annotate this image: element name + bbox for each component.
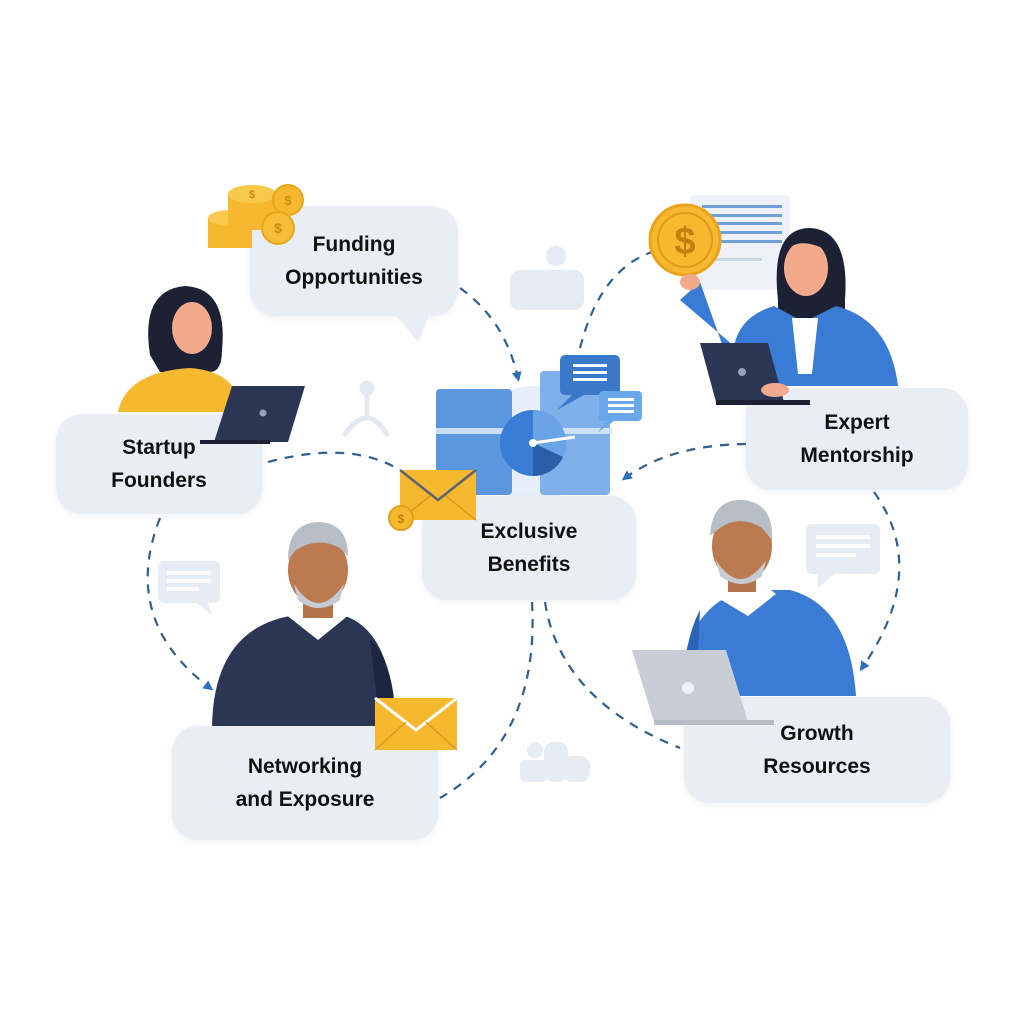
dollar-coin-icon: $: [648, 203, 722, 277]
svg-text:$: $: [274, 220, 282, 236]
envelope-icon: $: [388, 469, 477, 531]
laptop-icon: [632, 650, 774, 725]
node-label: Startup: [122, 436, 196, 459]
svg-text:$: $: [284, 193, 292, 208]
node-label: Funding: [312, 233, 396, 256]
node-label: Opportunities: [285, 266, 423, 289]
laptop-icon: [200, 386, 305, 444]
coin-stack-icon: $ $ $: [208, 184, 304, 248]
people-icon: [510, 246, 584, 310]
node-label: Exclusive: [480, 520, 578, 543]
chat-bubble-icon: [557, 355, 620, 410]
founder-person: [118, 286, 240, 412]
node-label: Growth: [780, 722, 854, 745]
envelope-icon: [374, 696, 458, 751]
node-label: Benefits: [487, 553, 571, 576]
people-icon: [520, 742, 590, 782]
svg-text:$: $: [398, 512, 405, 526]
node-label: Mentorship: [800, 444, 914, 467]
svg-text:$: $: [249, 189, 255, 201]
node-label: Expert: [824, 411, 890, 434]
node-label: and Exposure: [235, 788, 375, 811]
chat-bubble-icon: [158, 561, 220, 615]
laptop-icon: [700, 343, 810, 405]
chat-bubble-icon: [806, 524, 880, 588]
networking-person: [212, 522, 396, 726]
network-icon: [341, 380, 391, 438]
document-icon: [690, 195, 790, 290]
node-label: Founders: [111, 469, 207, 492]
chat-bubble-icon: [598, 391, 642, 432]
node-label: Networking: [247, 755, 363, 778]
svg-text:$: $: [674, 221, 695, 263]
node-label: Resources: [763, 755, 871, 778]
